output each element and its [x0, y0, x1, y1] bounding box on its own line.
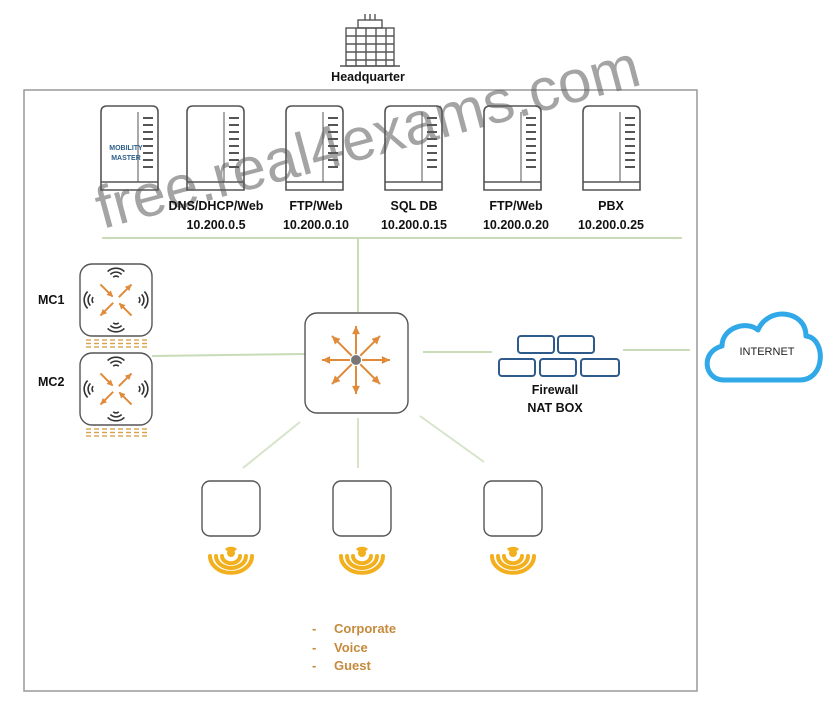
server-icon: [582, 105, 641, 191]
hq-boundary: [23, 89, 698, 692]
ssid-label: Voice: [334, 640, 368, 655]
server-name: FTP/Web: [489, 199, 543, 213]
server-ip: 10.200.0.15: [380, 218, 448, 232]
access-point-icon: [201, 480, 261, 537]
server-icon: [384, 105, 443, 191]
server-ip: 10.200.0.20: [482, 218, 550, 232]
firewall-label: Firewall: [531, 383, 579, 397]
server-name: FTP/Web: [289, 199, 343, 213]
mobility-controller-icon: [79, 263, 153, 348]
wifi-signal-icon: [490, 546, 536, 575]
internet-label: INTERNET: [739, 346, 795, 358]
ssid-item: -Voice: [312, 640, 368, 655]
server-ip: 10.200.0.5: [186, 218, 246, 232]
server-name: SQL DB: [390, 199, 438, 213]
core-switch: [304, 312, 409, 414]
mobility-controller-icon: [79, 352, 153, 437]
internet-cloud-icon: [704, 311, 823, 383]
mobility-master-badge: MOBILITY MASTER: [109, 145, 143, 162]
ap-link-line: [419, 415, 485, 463]
ssid-item: -Corporate: [312, 621, 397, 636]
nat-box-label: NAT BOX: [527, 401, 583, 415]
ssid-label: Corporate: [334, 621, 397, 636]
server-icon: [285, 105, 344, 191]
ssid-item: -Guest: [312, 658, 371, 673]
server-icon: [483, 105, 542, 191]
server-icon: [186, 105, 245, 191]
building-icon: [340, 14, 400, 67]
server-ip: 10.200.0.25: [577, 218, 645, 232]
firewall-icon: [498, 335, 620, 377]
ssid-label: Guest: [334, 658, 371, 673]
access-point-icon: [332, 480, 392, 537]
access-point-icon: [483, 480, 543, 537]
mc2-label: MC2: [38, 375, 65, 389]
server-name: PBX: [598, 199, 624, 213]
server-ip: 10.200.0.10: [282, 218, 350, 232]
ap-link-line: [242, 421, 301, 469]
wifi-signal-icon: [339, 546, 385, 575]
mc1-label: MC1: [38, 293, 65, 307]
headquarter-label: Headquarter: [331, 70, 405, 84]
mc-link-line: [151, 353, 306, 357]
server-name: DNS/DHCP/Web: [168, 199, 264, 213]
wifi-signal-icon: [208, 546, 254, 575]
mobility-master-server-icon: [100, 105, 159, 191]
